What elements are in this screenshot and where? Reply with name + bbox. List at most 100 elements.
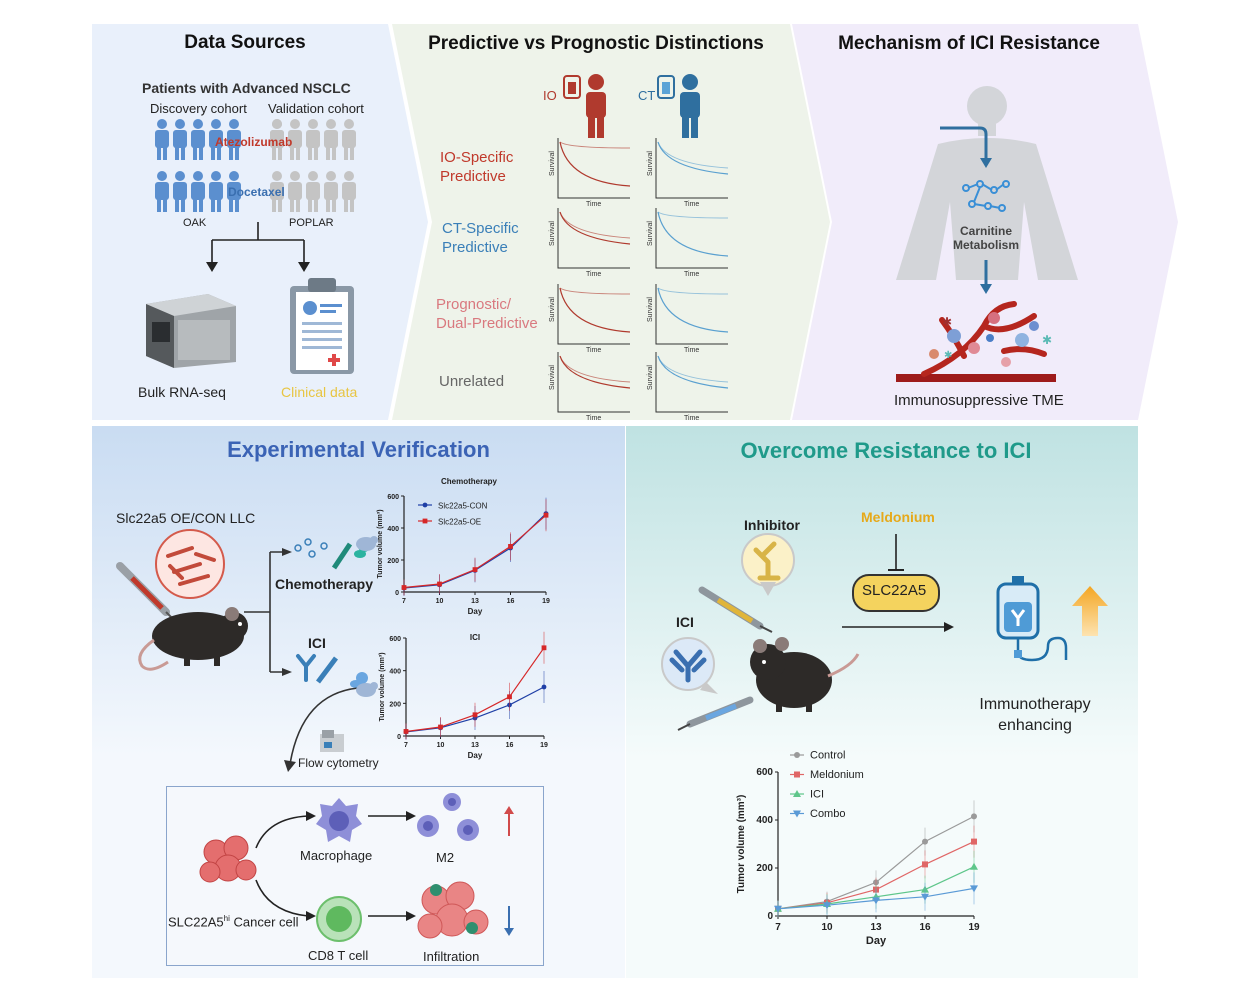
cohort-split-arrows: [206, 222, 310, 272]
x-axis-label: Day: [468, 607, 483, 616]
x-tick-label: 7: [404, 742, 408, 749]
km-axes: [655, 284, 728, 345]
data-point: [472, 567, 478, 572]
row-label-io-1: IO-Specific: [440, 149, 514, 166]
km-curve: [657, 211, 729, 257]
x-tick-label: 13: [471, 598, 479, 605]
mechanism-title: Mechanism of ICI Resistance: [838, 33, 1100, 54]
km-xlabel: Time: [684, 415, 699, 422]
data-point: [438, 724, 443, 730]
y-tick-label: 400: [756, 815, 773, 826]
molecule-icon: [962, 180, 1010, 212]
km-curve: [559, 211, 631, 245]
km-curve: [657, 141, 729, 175]
immuno-label: Immunotherapy enhancing: [972, 694, 1098, 736]
data-point: [921, 893, 929, 901]
survival-curves: SurvivalTimeSurvivalTimeSurvivalTimeSurv…: [549, 138, 729, 422]
cancer-cell-label: SLC22A5hi Cancer cell: [168, 914, 299, 929]
km-curve: [559, 287, 631, 333]
clipboard-icon: [290, 278, 354, 374]
sequencer-icon: [146, 294, 236, 368]
km-curve: [657, 355, 729, 383]
km-xlabel: Time: [684, 201, 699, 208]
flow-arrow: [284, 687, 359, 772]
x-tick-label: 13: [471, 742, 479, 749]
legend-label: Slc22a5-OE: [438, 518, 481, 527]
clinical-data-label: Clinical data: [281, 384, 358, 400]
data-point: [823, 902, 831, 910]
y-tick-label: 200: [387, 558, 399, 565]
y-tick-label: 200: [389, 701, 401, 708]
nsclc-subtitle: Patients with Advanced NSCLC: [142, 80, 351, 96]
data-point: [401, 585, 407, 590]
antibody-syringe-icon: [296, 654, 368, 688]
km-curve: [559, 355, 631, 383]
chart-title: ICI: [470, 633, 480, 642]
flow-cytometer-icon: [320, 730, 344, 752]
inhibitor-icon: [741, 533, 795, 596]
data-point: [543, 512, 549, 518]
km-ylabel: Survival: [549, 297, 556, 322]
poplar-label: POPLAR: [289, 217, 334, 229]
km-axes: [557, 138, 630, 199]
inhibitor-syringe-icon: [698, 586, 773, 633]
x-tick-label: 16: [919, 922, 931, 933]
km-xlabel: Time: [586, 201, 601, 208]
data-point: [793, 790, 801, 797]
data-point: [774, 905, 782, 913]
infiltration-icon: [417, 881, 489, 939]
x-tick-label: 10: [436, 598, 444, 605]
mouse-small-icon-1: [356, 536, 378, 551]
mechanism-arrows: [940, 126, 992, 294]
km-curve: [657, 211, 729, 219]
data-point: [422, 502, 428, 508]
legend-label: Control: [810, 750, 845, 762]
svg-text:✱: ✱: [942, 315, 952, 329]
km-curve: [657, 141, 729, 169]
m2-label: M2: [436, 850, 455, 865]
inhibition-line: [888, 534, 904, 571]
data-point: [971, 813, 977, 820]
row-label-ct-1: CT-Specific: [442, 220, 519, 237]
data-point: [793, 810, 801, 818]
km-ylabel: Survival: [647, 365, 654, 390]
data-point: [794, 771, 800, 778]
patient-icons: [155, 119, 356, 212]
overcome-title: Overcome Resistance to ICI: [740, 438, 1032, 463]
ct-label: CT: [638, 88, 656, 103]
km-curve: [657, 287, 729, 333]
km-xlabel: Time: [586, 415, 601, 422]
branch-arrows-exp: [244, 548, 292, 676]
km-ylabel: Survival: [647, 151, 654, 176]
x-tick-label: 13: [870, 922, 882, 933]
io-patient-icon: [563, 74, 606, 138]
y-tick-label: 0: [395, 590, 399, 597]
data-point: [437, 581, 442, 587]
data-point: [541, 645, 547, 651]
y-tick-label: 600: [756, 767, 773, 778]
atezolizumab-label: Atezolizumab: [215, 135, 293, 149]
data-point: [403, 729, 409, 734]
chart-title: Chemotherapy: [441, 477, 498, 486]
data-sources-title: Data Sources: [184, 32, 306, 53]
carnitine-1: Carnitine: [959, 224, 1012, 238]
flow-label: Flow cytometry: [298, 756, 379, 770]
exp-title: Experimental Verification: [227, 437, 490, 462]
macrophage-label: Macrophage: [300, 848, 373, 863]
row-label-prog-2: Dual-Predictive: [436, 315, 538, 332]
legend-label: Combo: [810, 808, 845, 820]
km-axes: [655, 352, 728, 413]
x-tick-label: 19: [542, 598, 550, 605]
tme-illustration: ✱ ✱ ✱: [896, 301, 1056, 382]
data-point: [794, 752, 800, 758]
y-tick-label: 200: [756, 863, 773, 874]
y-tick-label: 400: [389, 669, 401, 676]
mouse-overcome-icon: [750, 637, 860, 712]
data-point: [970, 862, 978, 870]
km-xlabel: Time: [586, 347, 601, 354]
macrophage-icon: [316, 798, 362, 842]
legend-label: ICI: [810, 789, 824, 801]
immuno-line2: enhancing: [998, 717, 1072, 734]
row-label-io-2: Predictive: [440, 168, 506, 185]
carnitine-label: Carnitine Metabolism: [946, 224, 1026, 252]
